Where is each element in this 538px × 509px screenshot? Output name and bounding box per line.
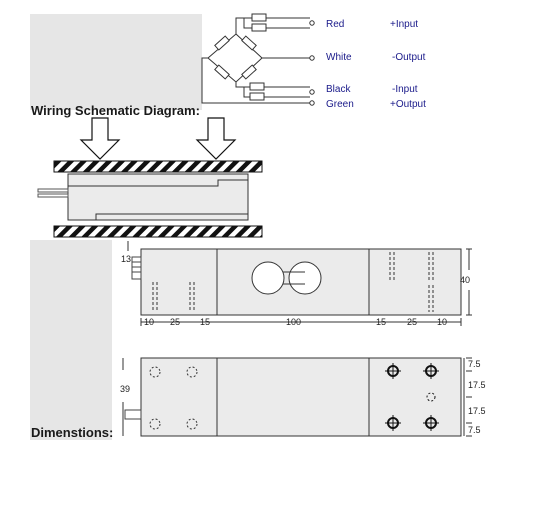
terminal-dots	[309, 20, 315, 106]
dim-segments: 10 25 15 100 15 25 10	[144, 317, 447, 327]
wire-signal-black: -Input	[392, 84, 418, 95]
bottom-plate	[53, 225, 263, 238]
dim-lines-top	[127, 241, 472, 326]
wire-signal-green: +Output	[390, 99, 426, 110]
wire-color-red: Red	[326, 19, 344, 30]
dim-spacing-4: 7.5	[468, 425, 481, 435]
wheatstone-bridge	[201, 13, 310, 104]
load-arrow-left	[79, 117, 121, 160]
dim-seg-7: 10	[437, 317, 447, 327]
cable-side	[37, 188, 69, 198]
wiring-title: Wiring Schematic Diagram:	[31, 103, 200, 118]
dim-height-top: 40	[460, 275, 470, 285]
wire-signal-red: +Input	[390, 19, 418, 30]
dim-spacing-1: 7.5	[468, 359, 481, 369]
load-cell-body-side	[67, 173, 249, 221]
threaded-holes-top	[152, 252, 434, 312]
wire-color-white: White	[326, 52, 352, 63]
wiring-panel	[30, 14, 202, 110]
dimensions-panel	[30, 240, 112, 440]
dim-height-side: 39	[120, 384, 130, 394]
dim-lines-side	[122, 357, 472, 437]
dim-seg-6: 25	[407, 317, 417, 327]
wire-color-black: Black	[326, 84, 351, 95]
strain-window	[251, 261, 322, 295]
holes-right	[385, 363, 439, 431]
dim-seg-3: 15	[200, 317, 210, 327]
side-view-body	[140, 357, 462, 437]
dim-seg-2: 25	[170, 317, 180, 327]
dimensions-title: Dimenstions:	[31, 425, 114, 440]
dim-seg-5: 15	[376, 317, 386, 327]
dim-cable-offset: 13	[121, 254, 131, 264]
dim-hole-spacing: 7.5 17.5 17.5 7.5	[468, 359, 486, 435]
load-arrow-right	[195, 117, 237, 160]
top-plate	[53, 160, 263, 173]
wire-labels: Red +Input White -Output Black -Input Gr…	[326, 19, 426, 110]
holes-left	[149, 366, 198, 430]
wire-signal-white: -Output	[392, 52, 426, 63]
cable-top	[131, 256, 142, 280]
dim-spacing-3: 17.5	[468, 406, 486, 416]
cable-side-view	[124, 409, 142, 420]
dim-seg-1: 10	[144, 317, 154, 327]
dim-spacing-2: 17.5	[468, 380, 486, 390]
wire-color-green: Green	[326, 99, 354, 110]
dim-seg-4: 100	[286, 317, 301, 327]
